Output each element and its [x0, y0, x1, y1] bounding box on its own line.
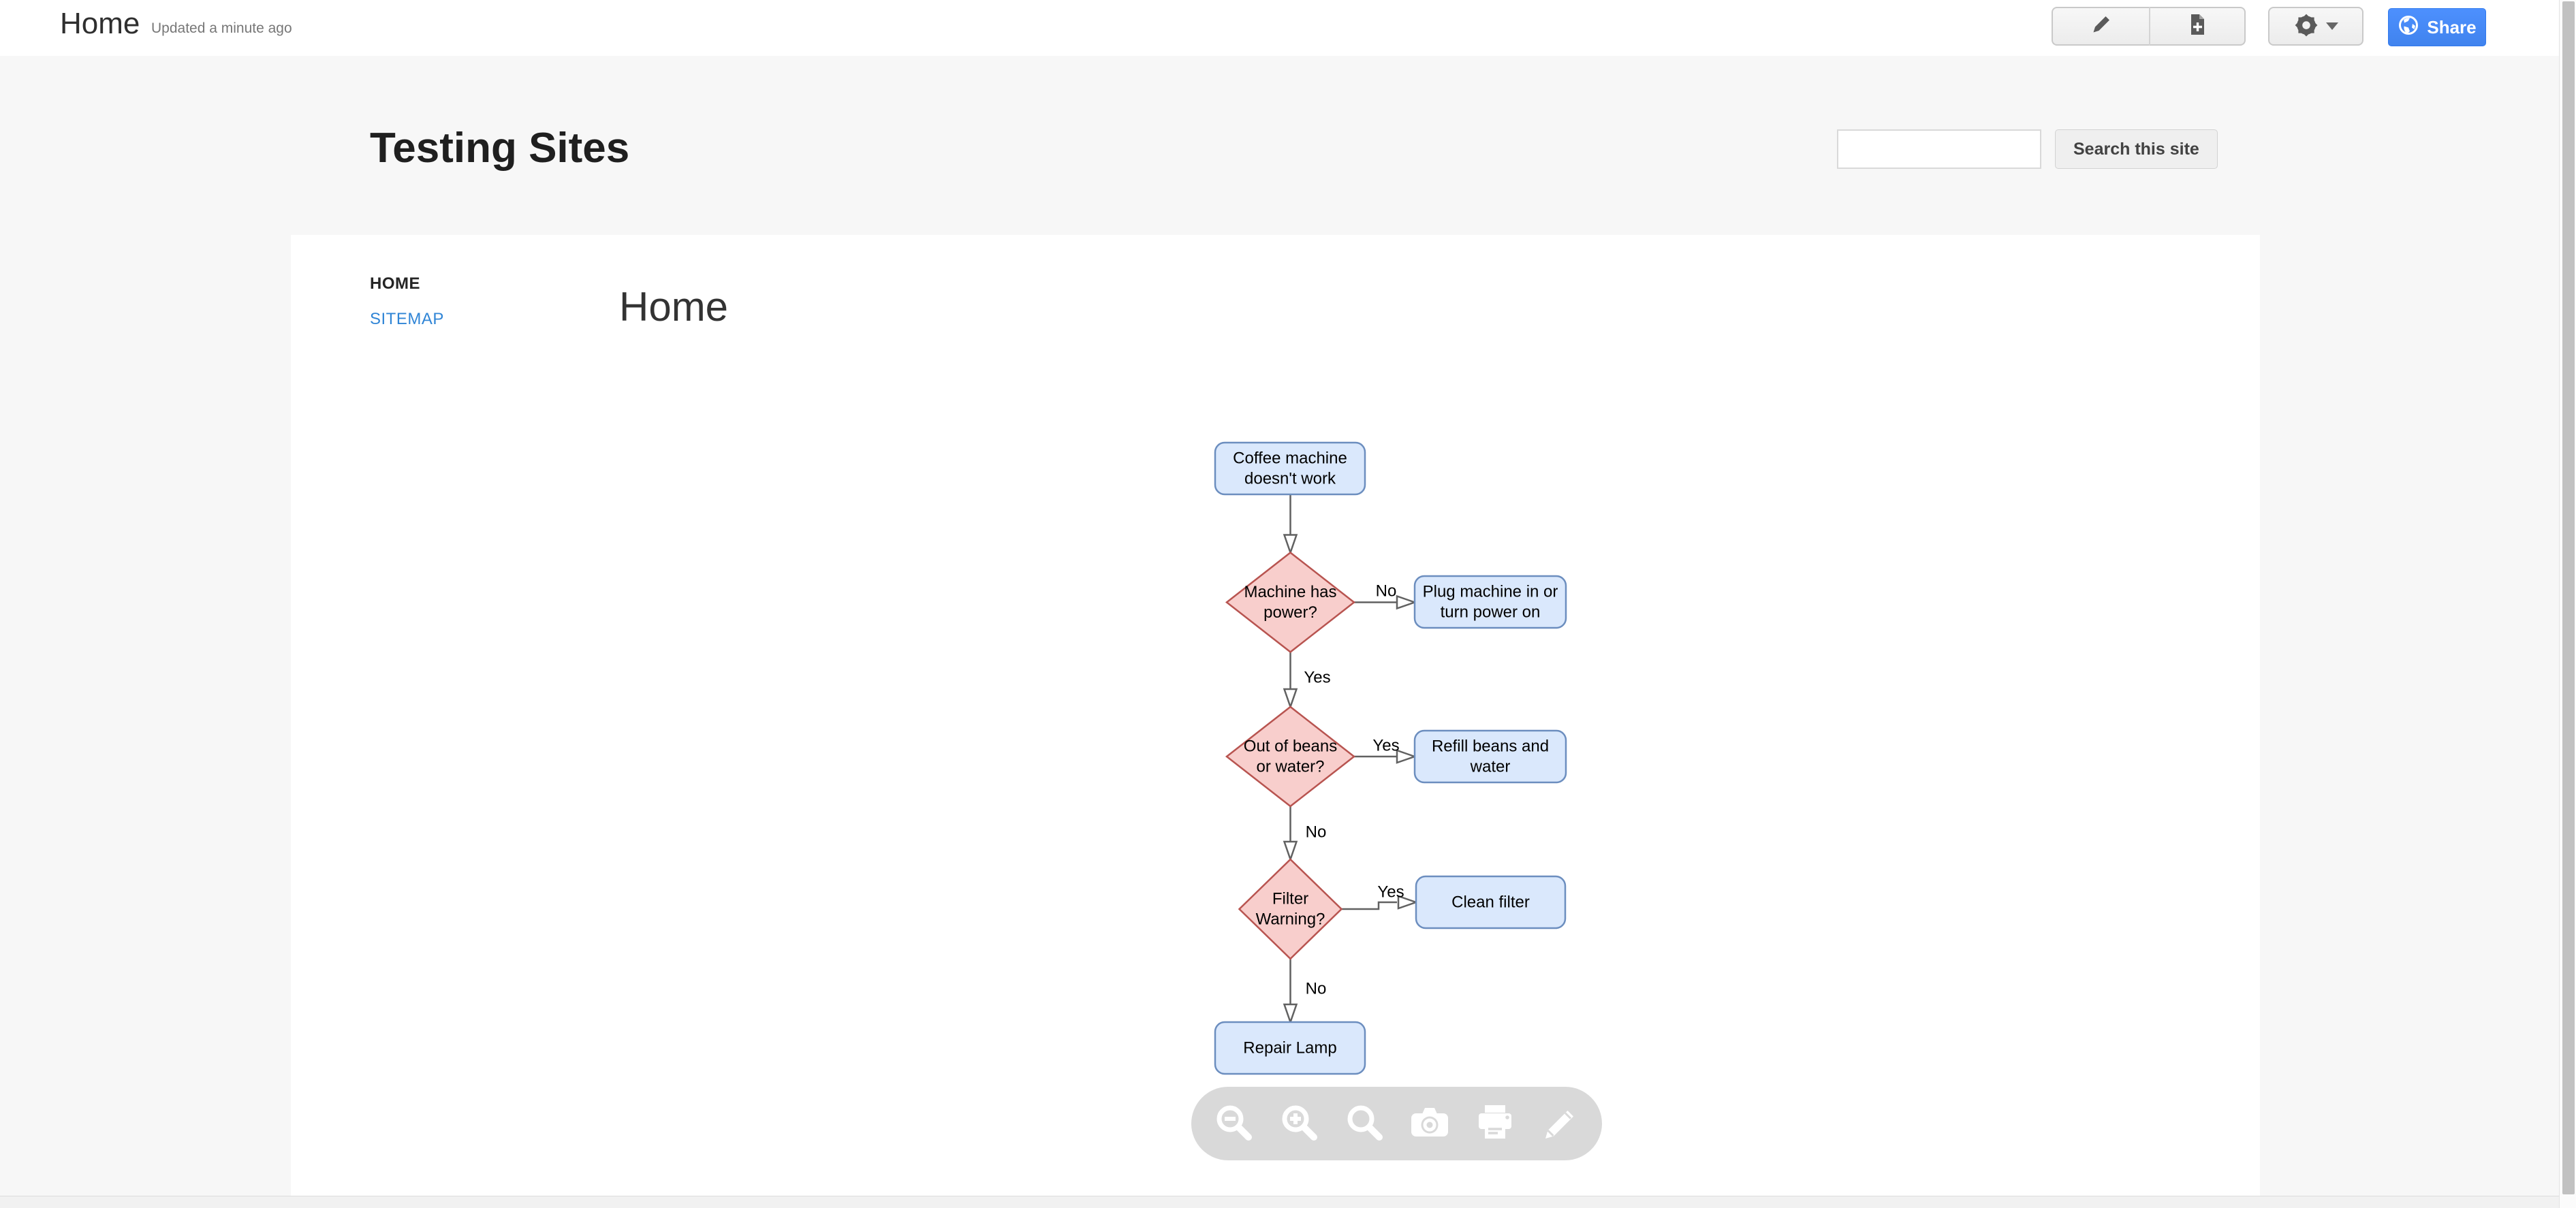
flowchart-node-clean [1415, 875, 1567, 929]
flowchart-node-plug [1413, 575, 1567, 629]
vertical-scrollbar[interactable] [2559, 0, 2576, 1208]
flowchart-node-power [1225, 551, 1356, 654]
arrowhead-icon [1283, 688, 1298, 710]
share-button[interactable]: Share [2388, 8, 2486, 46]
arrowhead-icon [1396, 594, 1417, 610]
flowchart-node-start [1214, 441, 1366, 496]
sidebar-item-home[interactable]: HOME [370, 274, 420, 293]
arrowhead-icon [1397, 895, 1419, 910]
sidebar-item-sitemap[interactable]: SITEMAP [370, 310, 444, 328]
flowchart-edge-label: Yes [1304, 669, 1330, 687]
flowchart-text: power? [1263, 603, 1317, 622]
page-title-chrome: Home [60, 7, 140, 40]
flowchart-node-repair [1214, 1021, 1366, 1075]
flowchart-node-filter [1238, 858, 1343, 960]
flowchart-connector [1341, 901, 1397, 910]
add-page-icon [2185, 12, 2210, 40]
arrowhead-icon [1283, 840, 1298, 862]
globe-icon [2398, 14, 2419, 41]
bottom-scroll-strip [0, 1196, 2576, 1208]
flowchart-node-beans [1225, 705, 1356, 808]
flowchart-text: Plug machine in or [1423, 583, 1558, 601]
flowchart-text: Repair Lamp [1243, 1039, 1336, 1058]
search-input[interactable] [1837, 129, 2041, 169]
flowchart-text: water [1470, 758, 1511, 776]
gear-icon [2293, 12, 2319, 41]
arrowhead-icon [1396, 749, 1417, 764]
chevron-down-icon [2326, 22, 2338, 30]
site-title: Testing Sites [370, 125, 630, 172]
flowchart-text: Refill beans and [1432, 737, 1549, 756]
edit-icon[interactable] [1539, 1100, 1582, 1147]
diagram-viewer-toolbar [1191, 1087, 1602, 1160]
flowchart-text: Filter [1272, 890, 1308, 908]
flowchart-edge-label: No [1306, 980, 1327, 998]
flowchart-text: Warning? [1256, 910, 1325, 929]
arrowhead-icon [1283, 1003, 1298, 1025]
search-site-button[interactable]: Search this site [2055, 129, 2218, 169]
flowchart-text: Clean filter [1451, 893, 1530, 912]
more-actions-button[interactable] [2268, 7, 2363, 46]
zoom-out-icon[interactable] [1212, 1100, 1255, 1147]
page-heading: Home [619, 284, 729, 330]
flowchart-edge-label: No [1376, 582, 1397, 601]
search-site-button-label: Search this site [2073, 139, 2199, 159]
print-icon[interactable] [1473, 1100, 1517, 1147]
flowchart-edge-label: Yes [1372, 737, 1399, 755]
camera-icon[interactable] [1408, 1100, 1451, 1147]
flowchart-text: doesn't work [1244, 470, 1336, 488]
share-button-label: Share [2427, 16, 2477, 37]
flowchart-text: turn power on [1441, 603, 1541, 622]
last-updated-text: Updated a minute ago [151, 20, 292, 36]
edit-button-group [2052, 7, 2246, 46]
flowchart-text: Out of beans [1244, 737, 1337, 756]
flowchart-edge-label: No [1306, 823, 1327, 842]
zoom-in-icon[interactable] [1277, 1100, 1321, 1147]
zoom-icon[interactable] [1342, 1100, 1386, 1147]
pencil-icon [2089, 12, 2114, 40]
new-page-button[interactable] [2149, 7, 2246, 46]
flowchart-node-refill [1413, 729, 1567, 784]
flowchart-text: or water? [1256, 758, 1324, 776]
arrowhead-icon [1283, 534, 1298, 556]
edit-page-button[interactable] [2052, 7, 2149, 46]
flowchart-edge-label: Yes [1377, 883, 1404, 902]
flowchart-text: Coffee machine [1233, 449, 1347, 468]
scrollbar-thumb[interactable] [2562, 1, 2575, 1194]
flowchart-text: Machine has [1244, 583, 1336, 601]
